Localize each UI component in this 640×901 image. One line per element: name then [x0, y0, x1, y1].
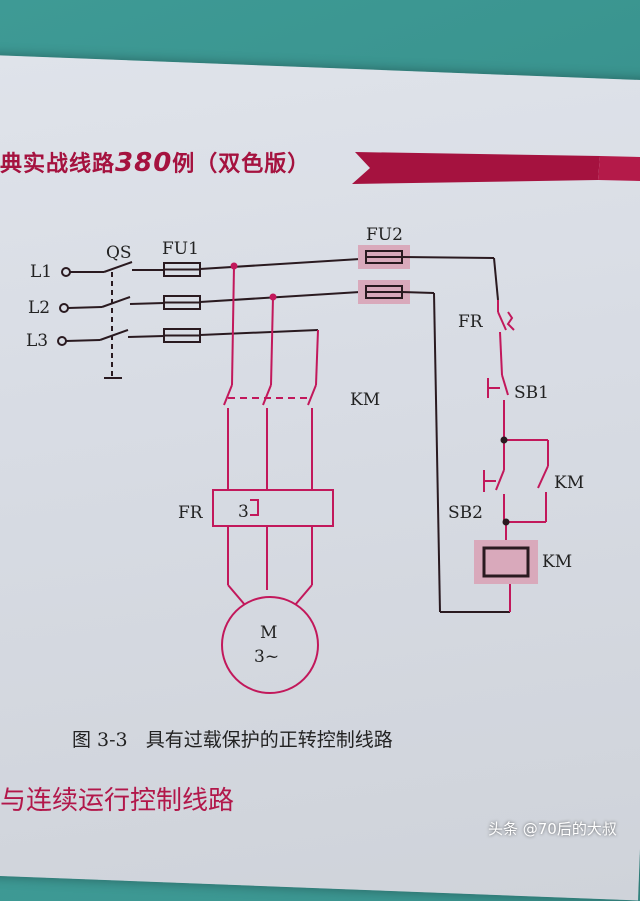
label-fr-contact: FR	[458, 312, 484, 332]
label-motor-type: 3~	[254, 647, 279, 667]
label-l3: L3	[26, 331, 48, 351]
label-sb1: SB1	[514, 383, 549, 403]
header-title-prefix: 典实战线路	[0, 152, 116, 177]
label-fr: FR	[178, 503, 204, 523]
fu1-fuses	[163, 262, 201, 343]
label-l1: L1	[30, 262, 52, 282]
header-title-suffix: 例（双色版）	[172, 152, 311, 177]
label-km-holding: KM	[554, 473, 584, 493]
figure-title: 具有过载保护的正转控制线路	[145, 729, 393, 751]
label-fr-count: 3	[238, 502, 249, 522]
circuit-diagram: L1 L2 L3 QS FU1 FU2 KM FR 3 M 3~ FR SB1 …	[26, 225, 584, 694]
bus-lines	[199, 258, 361, 336]
label-motor: M	[260, 623, 277, 643]
phase-terminals	[57, 267, 104, 346]
label-l2: L2	[28, 298, 50, 318]
label-km-coil: KM	[542, 552, 572, 572]
figure-caption: 图 3-3 具有过载保护的正转控制线路	[72, 725, 393, 752]
control-devices	[483, 300, 549, 612]
watermark: 头条 @70后的大叔	[488, 820, 617, 838]
label-km-main: KM	[350, 390, 380, 410]
label-fu2: FU2	[366, 225, 403, 245]
qs-switch	[99, 261, 165, 379]
control-wiring	[401, 256, 510, 613]
header-title-number: 380	[115, 148, 173, 178]
label-qs: QS	[106, 243, 132, 263]
header-banner	[352, 152, 640, 184]
label-fu1: FU1	[162, 239, 199, 259]
section-title: 与连续运行控制线路	[0, 786, 235, 816]
main-circuit	[212, 265, 334, 694]
figure-number: 图 3-3	[72, 729, 128, 751]
label-sb2: SB2	[448, 503, 483, 523]
book-header-title: 典实战线路380例（双色版）	[0, 146, 310, 178]
